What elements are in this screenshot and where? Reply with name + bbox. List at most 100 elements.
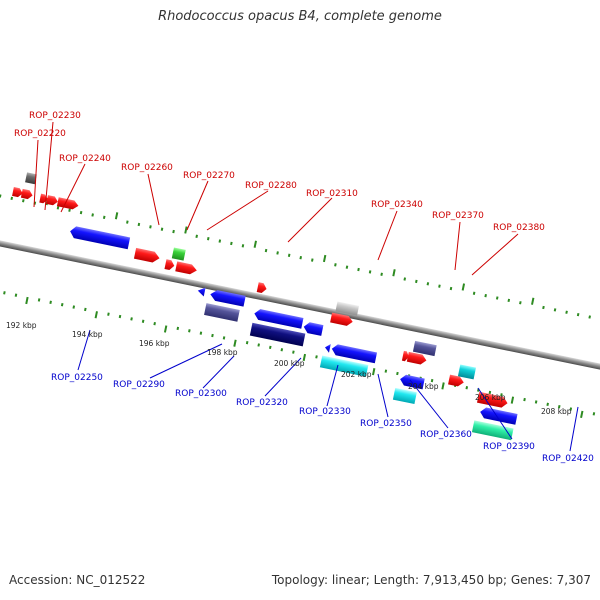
- gene-feature[interactable]: [175, 261, 198, 275]
- gene-feature[interactable]: [412, 340, 437, 357]
- gene-label[interactable]: ROP_02340: [371, 200, 423, 210]
- gene-feature[interactable]: [399, 374, 425, 390]
- major-tick: [392, 269, 396, 277]
- minor-tick: [426, 282, 430, 286]
- gene-label[interactable]: ROP_02260: [121, 163, 173, 173]
- minor-tick: [195, 234, 198, 238]
- minor-tick: [60, 303, 64, 307]
- gene-feature[interactable]: [448, 374, 465, 388]
- minor-tick: [357, 267, 360, 272]
- gene-feature[interactable]: [406, 351, 428, 366]
- minor-tick: [102, 215, 106, 220]
- minor-tick: [130, 317, 133, 321]
- gene-feature[interactable]: [20, 188, 34, 200]
- gene-feature[interactable]: [331, 343, 378, 364]
- gene-feature[interactable]: [204, 303, 240, 322]
- minor-tick: [222, 336, 226, 340]
- minor-tick: [488, 390, 492, 395]
- minor-tick: [141, 319, 145, 323]
- minor-tick: [484, 293, 487, 298]
- scale-label: 198 kbp: [207, 348, 238, 357]
- gene-label[interactable]: ROP_02240: [59, 154, 111, 164]
- gene-label[interactable]: ROP_02230: [29, 111, 81, 121]
- minor-tick: [380, 272, 383, 276]
- gene-feature[interactable]: [303, 321, 324, 336]
- minor-tick: [230, 241, 233, 246]
- minor-tick: [211, 333, 214, 338]
- minor-tick: [91, 213, 94, 217]
- major-tick: [302, 353, 307, 362]
- gene-feature[interactable]: [56, 197, 79, 210]
- major-tick: [114, 212, 119, 220]
- minor-tick: [49, 300, 52, 304]
- gene-feature[interactable]: [471, 420, 514, 441]
- gene-label[interactable]: ROP_02330: [299, 407, 351, 417]
- gene-feature[interactable]: [164, 259, 175, 271]
- major-tick: [461, 283, 466, 291]
- forward-gene-labels: ROP_02230 ROP_02220 ROP_02240 ROP_02260 …: [14, 111, 545, 233]
- gene-label[interactable]: ROP_02380: [493, 223, 545, 233]
- minor-tick: [206, 237, 210, 241]
- scale-label: 200 kbp: [274, 359, 305, 368]
- gene-feature[interactable]: [171, 247, 186, 261]
- gene-label[interactable]: ROP_02310: [306, 189, 358, 199]
- gene-label[interactable]: ROP_02370: [432, 211, 484, 221]
- minor-tick: [149, 225, 152, 229]
- gene-feature[interactable]: [401, 350, 410, 362]
- gene-feature[interactable]: [335, 301, 360, 316]
- gene-feature[interactable]: [479, 407, 518, 425]
- gene-feature[interactable]: [319, 355, 369, 377]
- gene-label[interactable]: ROP_02250: [51, 373, 103, 383]
- minor-tick: [199, 331, 203, 335]
- minor-tick: [0, 194, 2, 198]
- minor-tick: [153, 321, 156, 326]
- minor-tick: [523, 397, 526, 402]
- gene-label[interactable]: ROP_02220: [14, 129, 66, 139]
- gene-feature[interactable]: [25, 172, 37, 185]
- gene-label[interactable]: ROP_02420: [542, 454, 594, 464]
- minor-tick: [403, 277, 407, 281]
- minor-tick: [292, 350, 295, 354]
- gene-feature[interactable]: [476, 391, 509, 409]
- major-tick: [580, 410, 584, 419]
- minor-tick: [465, 386, 469, 390]
- gene-feature[interactable]: [133, 247, 161, 264]
- scale-label: 194 kbp: [72, 330, 103, 339]
- gene-feature[interactable]: [197, 286, 206, 297]
- gene-feature[interactable]: [324, 343, 331, 353]
- gene-feature[interactable]: [209, 289, 246, 307]
- minor-tick: [299, 256, 303, 260]
- major-tick: [163, 325, 168, 333]
- reverse-scale-ticks: [3, 291, 596, 419]
- reverse-label-leaders: [77, 329, 579, 452]
- gene-feature[interactable]: [392, 387, 417, 405]
- forward-label-leaders: [33, 121, 519, 276]
- gene-label[interactable]: ROP_02300: [175, 389, 227, 399]
- minor-tick: [557, 405, 561, 409]
- minor-tick: [438, 284, 441, 288]
- gene-label[interactable]: ROP_02320: [236, 398, 288, 408]
- gene-label[interactable]: ROP_02270: [183, 171, 235, 181]
- gene-label[interactable]: ROP_02350: [360, 419, 412, 429]
- gene-label[interactable]: ROP_02390: [483, 442, 535, 452]
- gene-feature[interactable]: [69, 225, 131, 250]
- gene-feature[interactable]: [330, 312, 354, 327]
- minor-tick: [534, 400, 538, 404]
- minor-tick: [84, 307, 87, 312]
- reverse-strand-genes: [69, 225, 518, 441]
- gene-feature[interactable]: [12, 187, 24, 198]
- forward-strand-genes: [12, 172, 509, 409]
- reverse-gene-labels: ROP_02250 ROP_02290 ROP_02300 ROP_02320 …: [51, 373, 594, 464]
- gene-label[interactable]: ROP_02280: [245, 181, 297, 191]
- gene-label[interactable]: ROP_02360: [420, 430, 472, 440]
- minor-tick: [507, 298, 511, 303]
- gene-feature[interactable]: [253, 308, 304, 329]
- gene-feature[interactable]: [256, 282, 268, 294]
- gene-feature[interactable]: [249, 322, 306, 347]
- gene-feature[interactable]: [457, 364, 476, 380]
- major-tick: [441, 382, 445, 390]
- map-title: Rhodococcus opacus B4, complete genome: [158, 9, 442, 24]
- minor-tick: [56, 206, 60, 210]
- gene-feature[interactable]: [46, 195, 59, 206]
- gene-label[interactable]: ROP_02290: [113, 380, 165, 390]
